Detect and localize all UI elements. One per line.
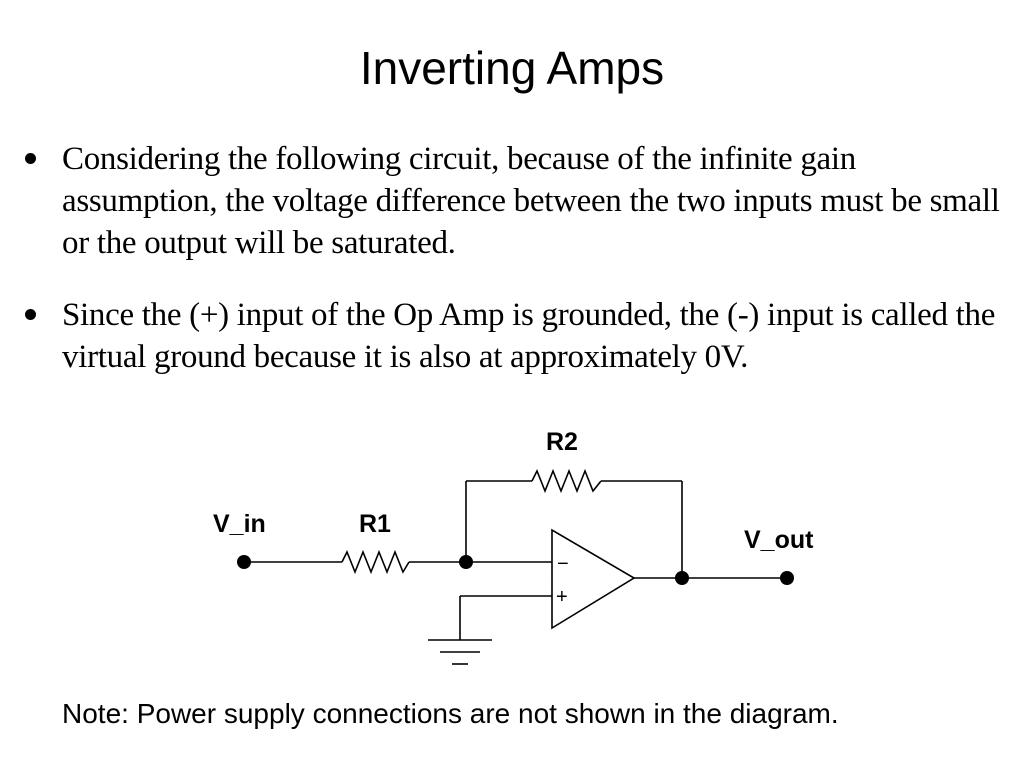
r2-resistor <box>531 468 602 494</box>
output-node-junction <box>675 571 689 585</box>
bullet-text-2: Since the (+) input of the Op Amp is gro… <box>62 297 996 375</box>
footnote: Note: Power supply connections are not s… <box>62 698 839 729</box>
bullet-dot-icon <box>25 309 36 320</box>
inverting-input-sign: − <box>557 553 569 575</box>
bullet-list: Considering the following circuit, becau… <box>22 138 1012 408</box>
v-in-label: V_in <box>213 510 266 538</box>
op-amp-symbol <box>551 528 636 630</box>
v-in-terminal <box>237 555 251 569</box>
inverting-node-junction <box>459 555 473 569</box>
v-out-label: V_out <box>744 526 814 554</box>
bullet-item-2: Since the (+) input of the Op Amp is gro… <box>22 294 1012 378</box>
v-out-terminal <box>780 571 794 585</box>
slide-title: Inverting Amps <box>359 42 665 94</box>
bullet-item-1: Considering the following circuit, becau… <box>22 138 1012 264</box>
r1-label: R1 <box>359 510 391 538</box>
bullet-text-1: Considering the following circuit, becau… <box>62 141 1000 261</box>
bullet-dot-icon <box>25 153 36 164</box>
r2-label: R2 <box>546 428 578 456</box>
r1-resistor <box>341 549 410 575</box>
non-inverting-input-sign: + <box>556 586 568 608</box>
